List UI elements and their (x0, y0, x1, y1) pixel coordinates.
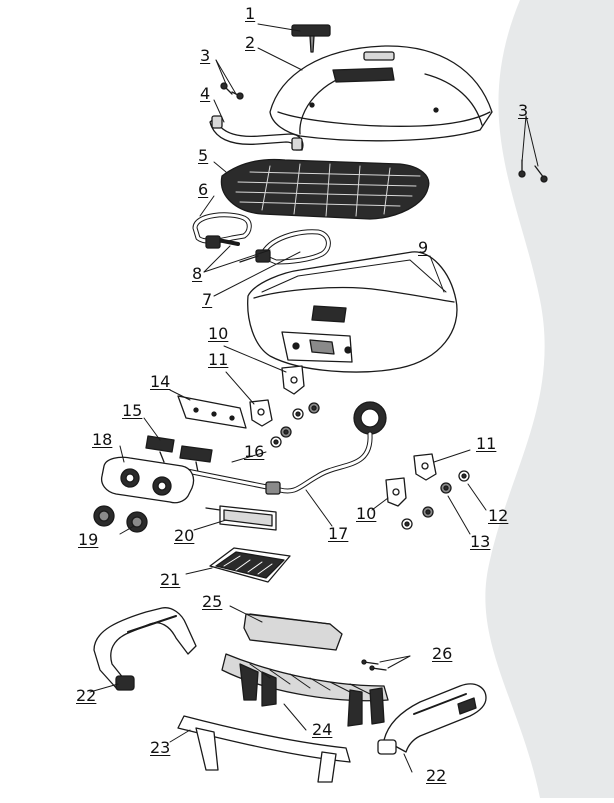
part-thermometer (291, 24, 331, 53)
callout-7: 7 (202, 290, 213, 309)
part-control-panel (100, 456, 195, 504)
part-firebox (247, 251, 458, 373)
callout-1: 1 (245, 4, 256, 23)
callout-5: 5 (198, 146, 209, 165)
callout-20: 20 (174, 526, 195, 545)
part-lid-handle (209, 115, 304, 151)
callout-3-right: 3 (518, 101, 529, 120)
part-burner-right (239, 229, 331, 265)
callout-18: 18 (92, 430, 113, 449)
callout-22-left: 22 (76, 686, 97, 705)
callout-16: 16 (244, 442, 265, 461)
callout-12: 12 (488, 506, 509, 525)
part-screws-small (361, 659, 387, 671)
part-screws-right (518, 159, 548, 183)
callout-9: 9 (418, 238, 429, 257)
part-screws-left (220, 82, 244, 100)
part-cooking-grate (220, 158, 430, 220)
part-heat-shield (177, 395, 247, 429)
callout-4: 4 (200, 84, 211, 103)
part-valves (145, 435, 213, 473)
callout-19: 19 (78, 530, 99, 549)
callout-3-left: 3 (200, 46, 211, 65)
part-drip-tray (205, 505, 277, 531)
callout-8: 8 (192, 264, 203, 283)
callout-26: 26 (432, 644, 453, 663)
part-front-leg (177, 715, 351, 783)
part-leg-left (93, 607, 197, 691)
part-nuts-washers (270, 402, 470, 530)
callout-6: 6 (198, 180, 209, 199)
callout-25: 25 (202, 592, 223, 611)
part-base-frame (221, 653, 389, 727)
part-burner-left (192, 212, 252, 249)
callout-10-upper: 10 (208, 324, 229, 343)
callout-22-right: 22 (426, 766, 447, 785)
part-side-bracket-upper (249, 399, 273, 427)
background-swoosh (485, 0, 614, 798)
part-bracket-lower (385, 477, 407, 507)
callout-2: 2 (245, 33, 256, 52)
callout-14: 14 (150, 372, 171, 391)
part-regulator-hose (265, 401, 387, 495)
callout-24: 24 (312, 720, 333, 739)
part-side-bracket-lower (413, 453, 437, 481)
part-shelf-plate (243, 613, 343, 651)
callout-13: 13 (470, 532, 491, 551)
leader-lines (89, 23, 539, 773)
part-knobs (93, 505, 148, 533)
callout-21: 21 (160, 570, 181, 589)
callout-11-upper: 11 (208, 350, 229, 369)
part-grease-cup (209, 547, 291, 583)
callout-17: 17 (328, 524, 349, 543)
part-leg-right (377, 683, 487, 755)
callout-10-lower: 10 (356, 504, 377, 523)
callout-11-lower: 11 (476, 434, 497, 453)
part-lid (269, 45, 493, 142)
callout-15: 15 (122, 401, 143, 420)
part-bracket-upper (281, 365, 305, 395)
callout-23: 23 (150, 738, 171, 757)
